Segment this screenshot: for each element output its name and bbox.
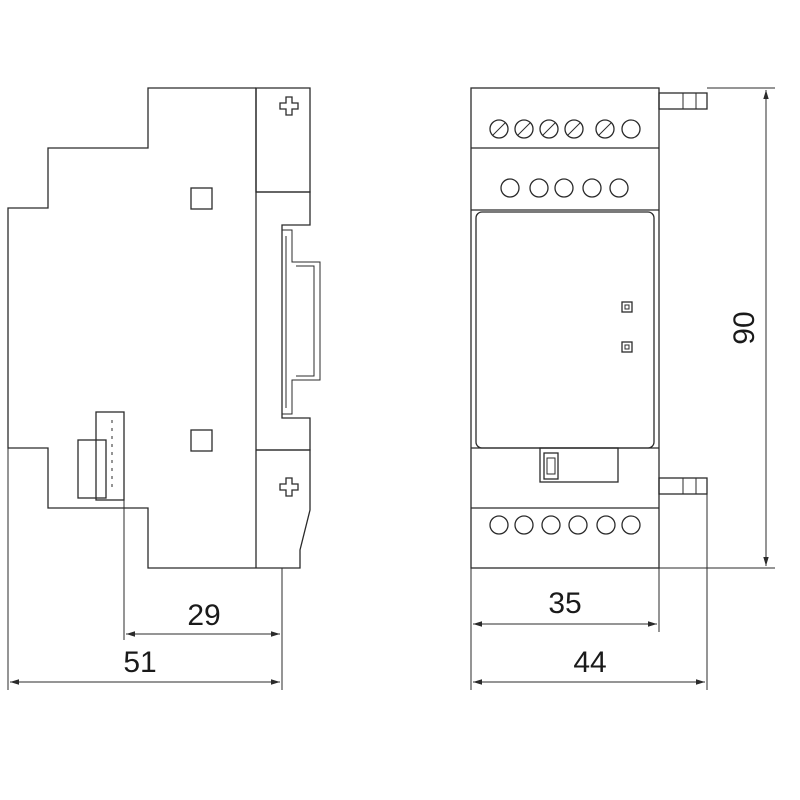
- dimension-label-35: 35: [548, 587, 581, 620]
- led: [621, 341, 633, 353]
- bottom-terminals: [489, 515, 641, 535]
- terminal: [500, 178, 520, 198]
- side-view-rail-section: [256, 191, 311, 451]
- top-screw-terminals: [489, 119, 641, 139]
- plus-icon: [279, 477, 299, 497]
- front-cover: [475, 211, 655, 449]
- terminal: [541, 515, 561, 535]
- rail-stub-top: [658, 92, 708, 110]
- side-view-body-outline: [7, 87, 256, 569]
- terminal: [529, 178, 549, 198]
- din-rail-clip: [282, 229, 321, 415]
- terminal: [596, 515, 616, 535]
- front-view-body: [470, 87, 660, 569]
- label-slot: [539, 447, 619, 483]
- led: [621, 301, 633, 313]
- side-mark-upper: [190, 187, 213, 210]
- terminal: [582, 178, 602, 198]
- screw-terminal: [489, 119, 509, 139]
- dimension-label-51: 51: [123, 646, 156, 679]
- side-mark-lower: [190, 429, 213, 452]
- terminal: [554, 178, 574, 198]
- terminal: [489, 515, 509, 535]
- middle-terminals: [500, 178, 629, 198]
- dimension-label-29: 29: [187, 599, 220, 632]
- plus-icon: [279, 96, 299, 116]
- side-view-lower-section: [256, 449, 311, 569]
- terminal: [568, 515, 588, 535]
- terminal: [514, 515, 534, 535]
- screw-terminal: [621, 119, 641, 139]
- side-view: 29 51: [7, 87, 321, 690]
- dimension-label-90: 90: [728, 311, 761, 344]
- terminal: [609, 178, 629, 198]
- screw-terminal: [539, 119, 559, 139]
- rail-stub-bottom: [658, 477, 708, 495]
- screw-terminal: [595, 119, 615, 139]
- front-view: 35 44 90: [470, 87, 775, 690]
- screw-terminal: [514, 119, 534, 139]
- side-view-connector: [77, 411, 125, 501]
- terminal: [621, 515, 641, 535]
- screw-terminal: [564, 119, 584, 139]
- dimension-label-44: 44: [573, 646, 606, 679]
- led-indicators: [621, 301, 633, 353]
